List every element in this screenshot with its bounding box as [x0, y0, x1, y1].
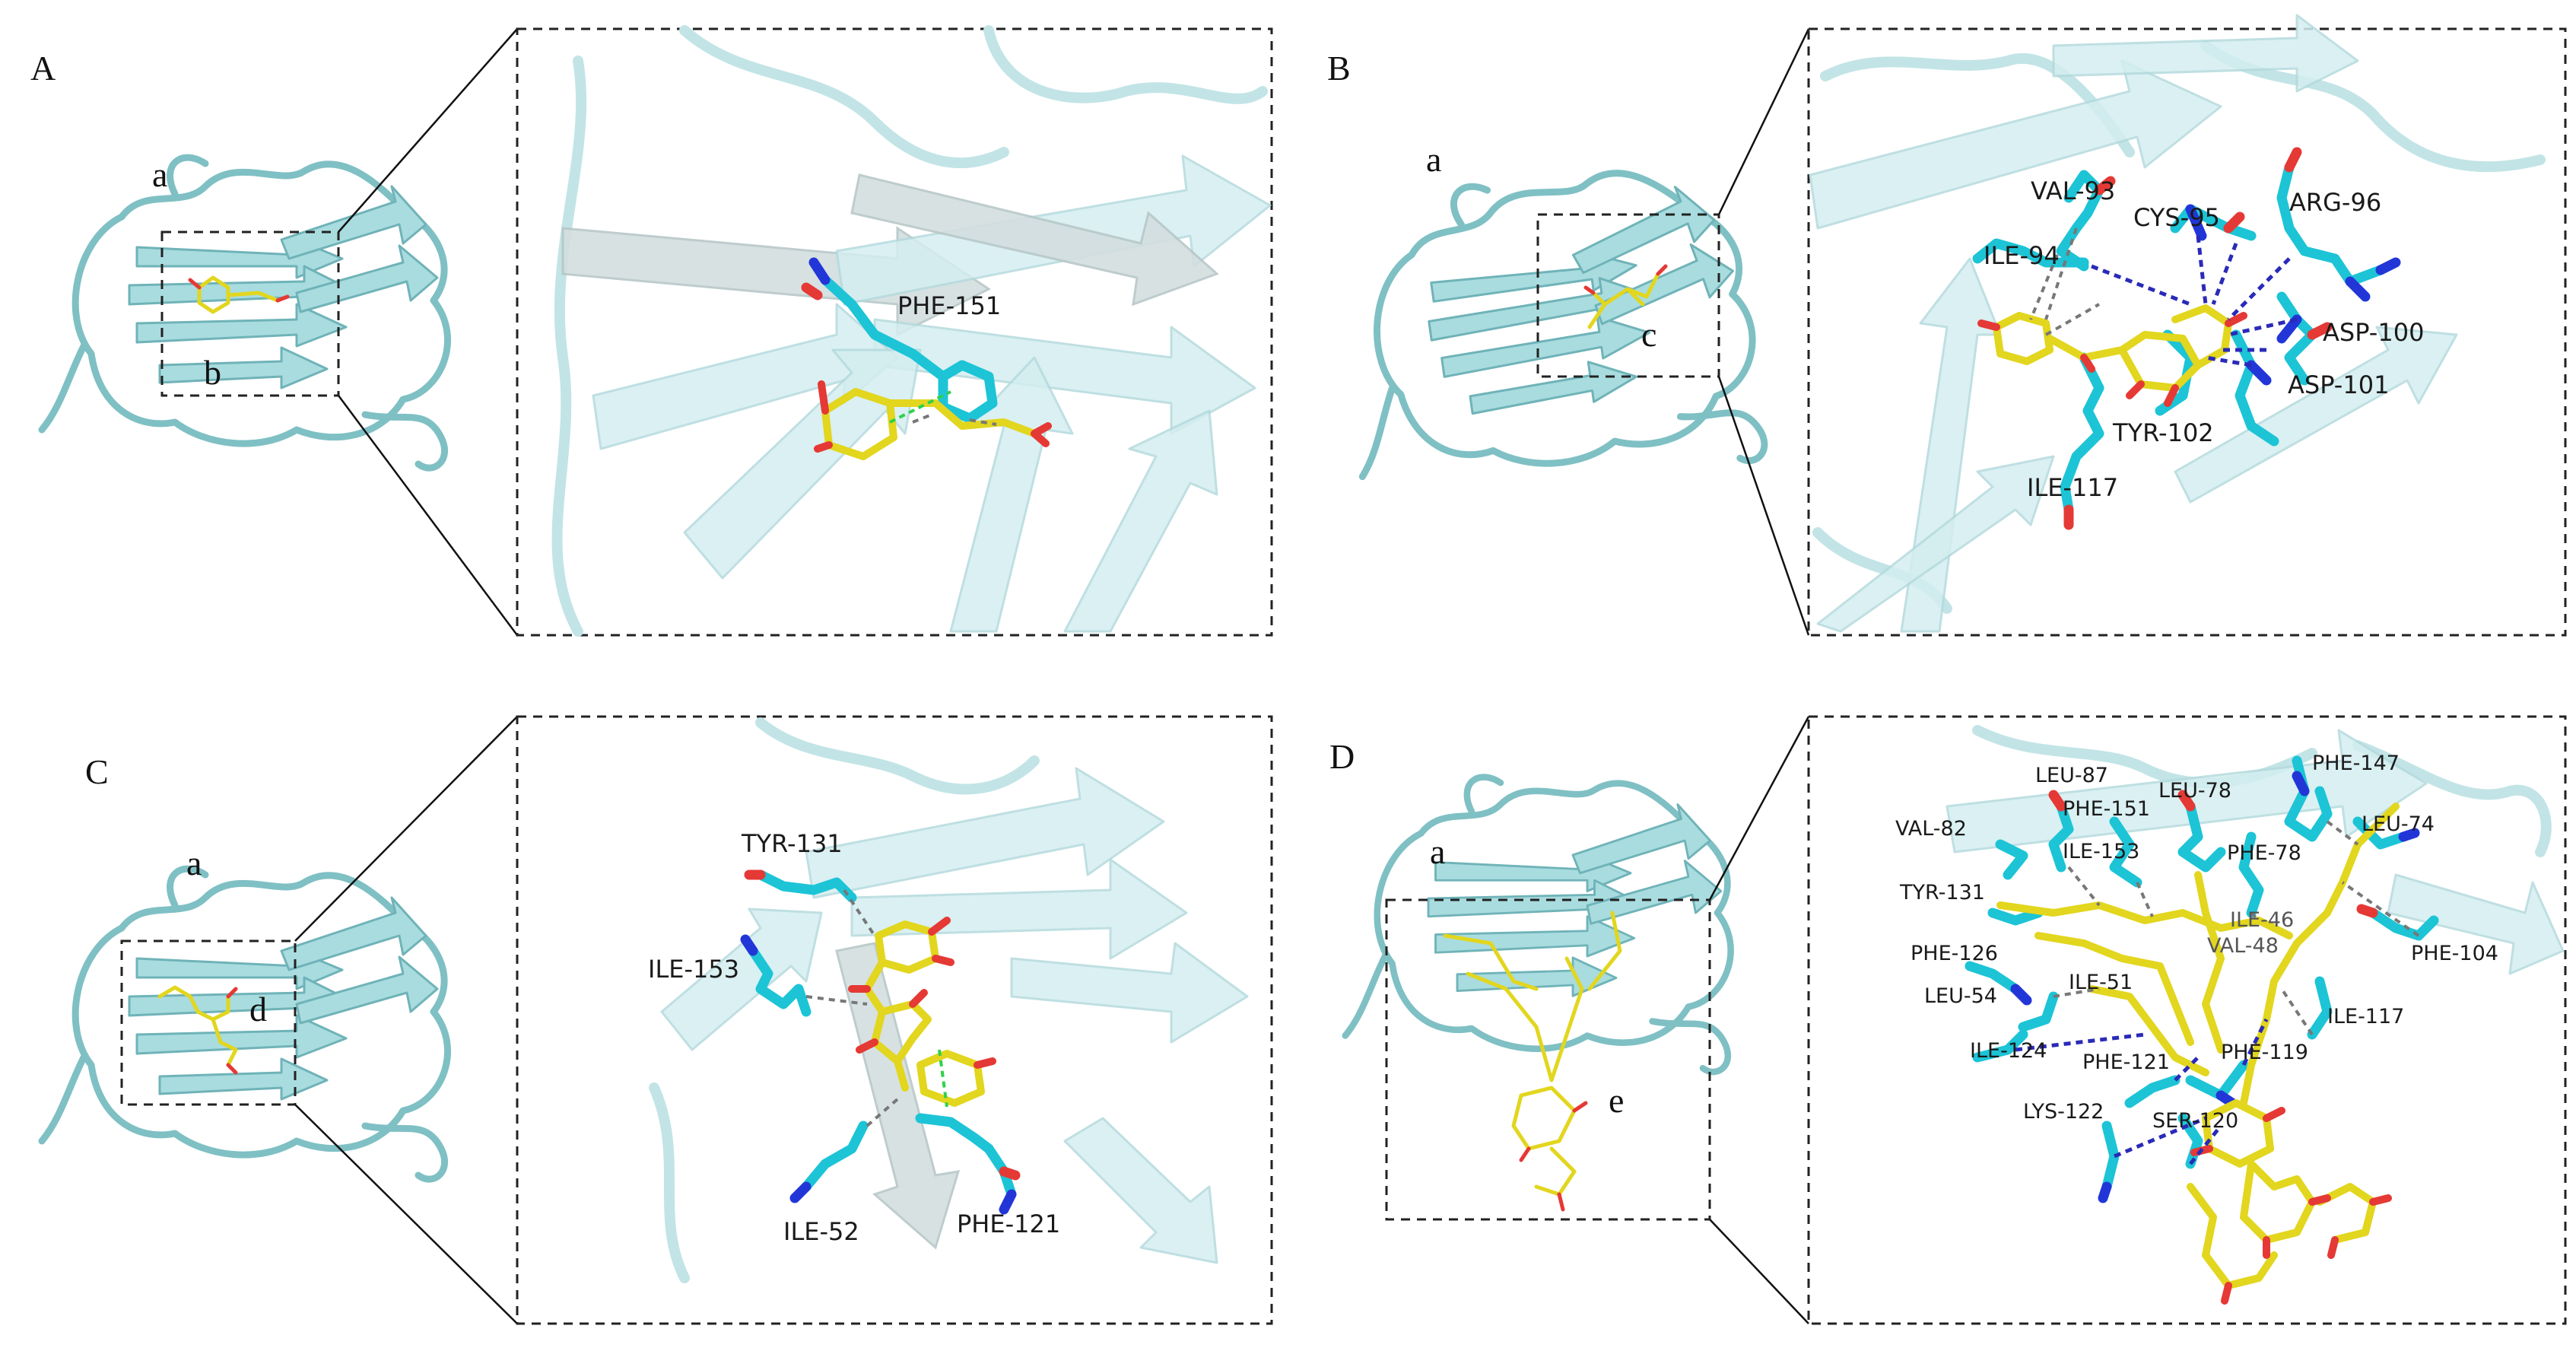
panel-b-selection-box — [1536, 213, 1720, 378]
panel-d-ligand — [1996, 803, 2400, 1305]
panel-c-label-a: a — [186, 844, 202, 882]
panel-d-res-label-4: LEU-74 — [2362, 812, 2435, 836]
panel-b-overview-ligand — [1583, 264, 1668, 329]
panel-a-zoom-line-top — [338, 28, 518, 233]
panel-b-zoom-box — [1807, 27, 2567, 637]
panel-a-residue-phe151 — [801, 257, 998, 424]
panel-a-overview-protein — [42, 157, 448, 468]
panel-b-ligand — [1977, 304, 2247, 407]
panel-d-residues — [1965, 755, 2439, 1203]
panel-a-ligand — [814, 380, 1052, 460]
panel-a-zoom-line-bottom — [337, 395, 519, 636]
panel-d-res-label-18: PHE-119 — [2221, 1041, 2308, 1064]
panel-c-res-label-3: PHE-121 — [957, 1210, 1060, 1238]
panel-a-overview-ligand — [188, 275, 290, 314]
panel-b-label-a: a — [1426, 140, 1441, 179]
panel-b-res-label-2: ARG-96 — [2289, 188, 2381, 217]
panel-c-res-label-0: TYR-131 — [741, 829, 843, 858]
panel-b-overview-protein — [1325, 151, 1770, 514]
panel-b-res-label-4: ASP-100 — [2323, 318, 2424, 347]
panel-d-res-label-8: TYR-131 — [1899, 881, 1985, 904]
panel-b-res-label-1: CYS-95 — [2133, 203, 2220, 232]
panel-c-overview-protein — [42, 869, 448, 1179]
panel-b-zoom-view: VAL-93 CYS-95 ARG-96 ILE-94 ASP-100 ASP-… — [1807, 14, 2567, 637]
panel-c-zoom-box — [516, 715, 1273, 1325]
panel-d-res-label-16: ILE-124 — [1970, 1039, 2047, 1063]
panel-d-res-label-6: ILE-153 — [2063, 840, 2139, 863]
panel-d-res-label-9: ILE-46 — [2230, 908, 2294, 932]
panel-c-selection-box — [120, 939, 297, 1106]
panel-b-zoom-line-top — [1717, 28, 1810, 215]
panel-d-res-label-13: ILE-51 — [2069, 971, 2133, 994]
panel-a-selection-box — [160, 230, 340, 397]
panel-d-res-label-3: PHE-147 — [2312, 752, 2400, 775]
panel-b-res-label-7: ILE-117 — [2027, 473, 2118, 502]
panel-d-res-label-19: LYS-122 — [2023, 1100, 2104, 1124]
panel-d-res-label-15: ILE-117 — [2327, 1005, 2404, 1028]
panel-letter-b: B — [1327, 49, 1351, 87]
panel-c-res-label-2: ILE-52 — [783, 1217, 859, 1246]
panel-d-res-label-11: PHE-126 — [1911, 942, 1998, 965]
panel-d-res-label-20: SER-120 — [2152, 1109, 2238, 1133]
panel-d-res-label-2: LEU-78 — [2158, 779, 2231, 803]
panel-d-label-e: e — [1609, 1081, 1624, 1120]
panel-a-zoom-view: PHE-151 — [516, 25, 1273, 637]
panel-a-res-label-0: PHE-151 — [897, 291, 1001, 320]
panel-b-zoom-line-bottom — [1717, 376, 1810, 636]
panel-letter-c: C — [85, 752, 109, 791]
panel-c-ligand — [848, 917, 996, 1107]
panel-d-label-a: a — [1430, 832, 1445, 871]
panel-c-zoom-line-bottom — [294, 1104, 518, 1324]
panel-c: C a d — [42, 715, 1273, 1325]
panel-b-res-label-3: ILE-94 — [1984, 241, 2060, 270]
panel-a: A a b — [30, 25, 1273, 637]
panel-d-zoom-line-bottom — [1709, 1219, 1809, 1324]
panel-b-res-label-6: TYR-102 — [2112, 418, 2214, 447]
panel-d-res-label-0: LEU-87 — [2035, 764, 2108, 787]
panel-d-selection-box — [1385, 898, 1711, 1221]
panel-d-zoom-line-top — [1708, 716, 1810, 901]
panel-a-label-b: b — [204, 353, 221, 392]
panel-b: B a c — [1325, 14, 2567, 637]
panel-d-res-label-17: PHE-121 — [2082, 1051, 2170, 1074]
panel-d-res-label-5: VAL-82 — [1895, 817, 1967, 841]
panel-d-res-label-10: VAL-48 — [2207, 934, 2279, 958]
panel-c-overview-ligand — [157, 985, 238, 1075]
panel-c-zoom-line-top — [294, 716, 518, 942]
panel-d-zoom-box — [1807, 715, 2567, 1325]
panel-d: D a e — [1329, 715, 2567, 1325]
panel-d-res-label-1: PHE-151 — [2063, 797, 2150, 821]
panel-d-res-label-14: LEU-54 — [1924, 984, 1997, 1008]
panel-a-label-a: a — [152, 155, 167, 194]
panel-a-zoom-box — [516, 27, 1273, 637]
panel-c-res-label-1: ILE-153 — [648, 955, 739, 984]
panel-c-zoom-view: TYR-131 ILE-153 ILE-52 PHE-121 — [516, 715, 1273, 1325]
panel-b-res-label-0: VAL-93 — [2031, 176, 2115, 205]
panel-b-res-label-5: ASP-101 — [2288, 370, 2389, 399]
panel-letter-a: A — [30, 49, 56, 87]
panel-d-zoom-view: LEU-87 PHE-151 LEU-78 PHE-147 LEU-74 VAL… — [1807, 715, 2567, 1325]
panel-b-label-c: c — [1641, 315, 1656, 354]
panel-c-residues — [740, 869, 1021, 1215]
panel-letter-d: D — [1329, 737, 1355, 776]
panel-d-overview-ligand — [1443, 911, 1622, 1212]
panel-d-res-label-7: PHE-78 — [2227, 841, 2301, 865]
panel-d-res-label-12: PHE-104 — [2411, 942, 2498, 965]
panel-c-label-d: d — [249, 990, 267, 1028]
